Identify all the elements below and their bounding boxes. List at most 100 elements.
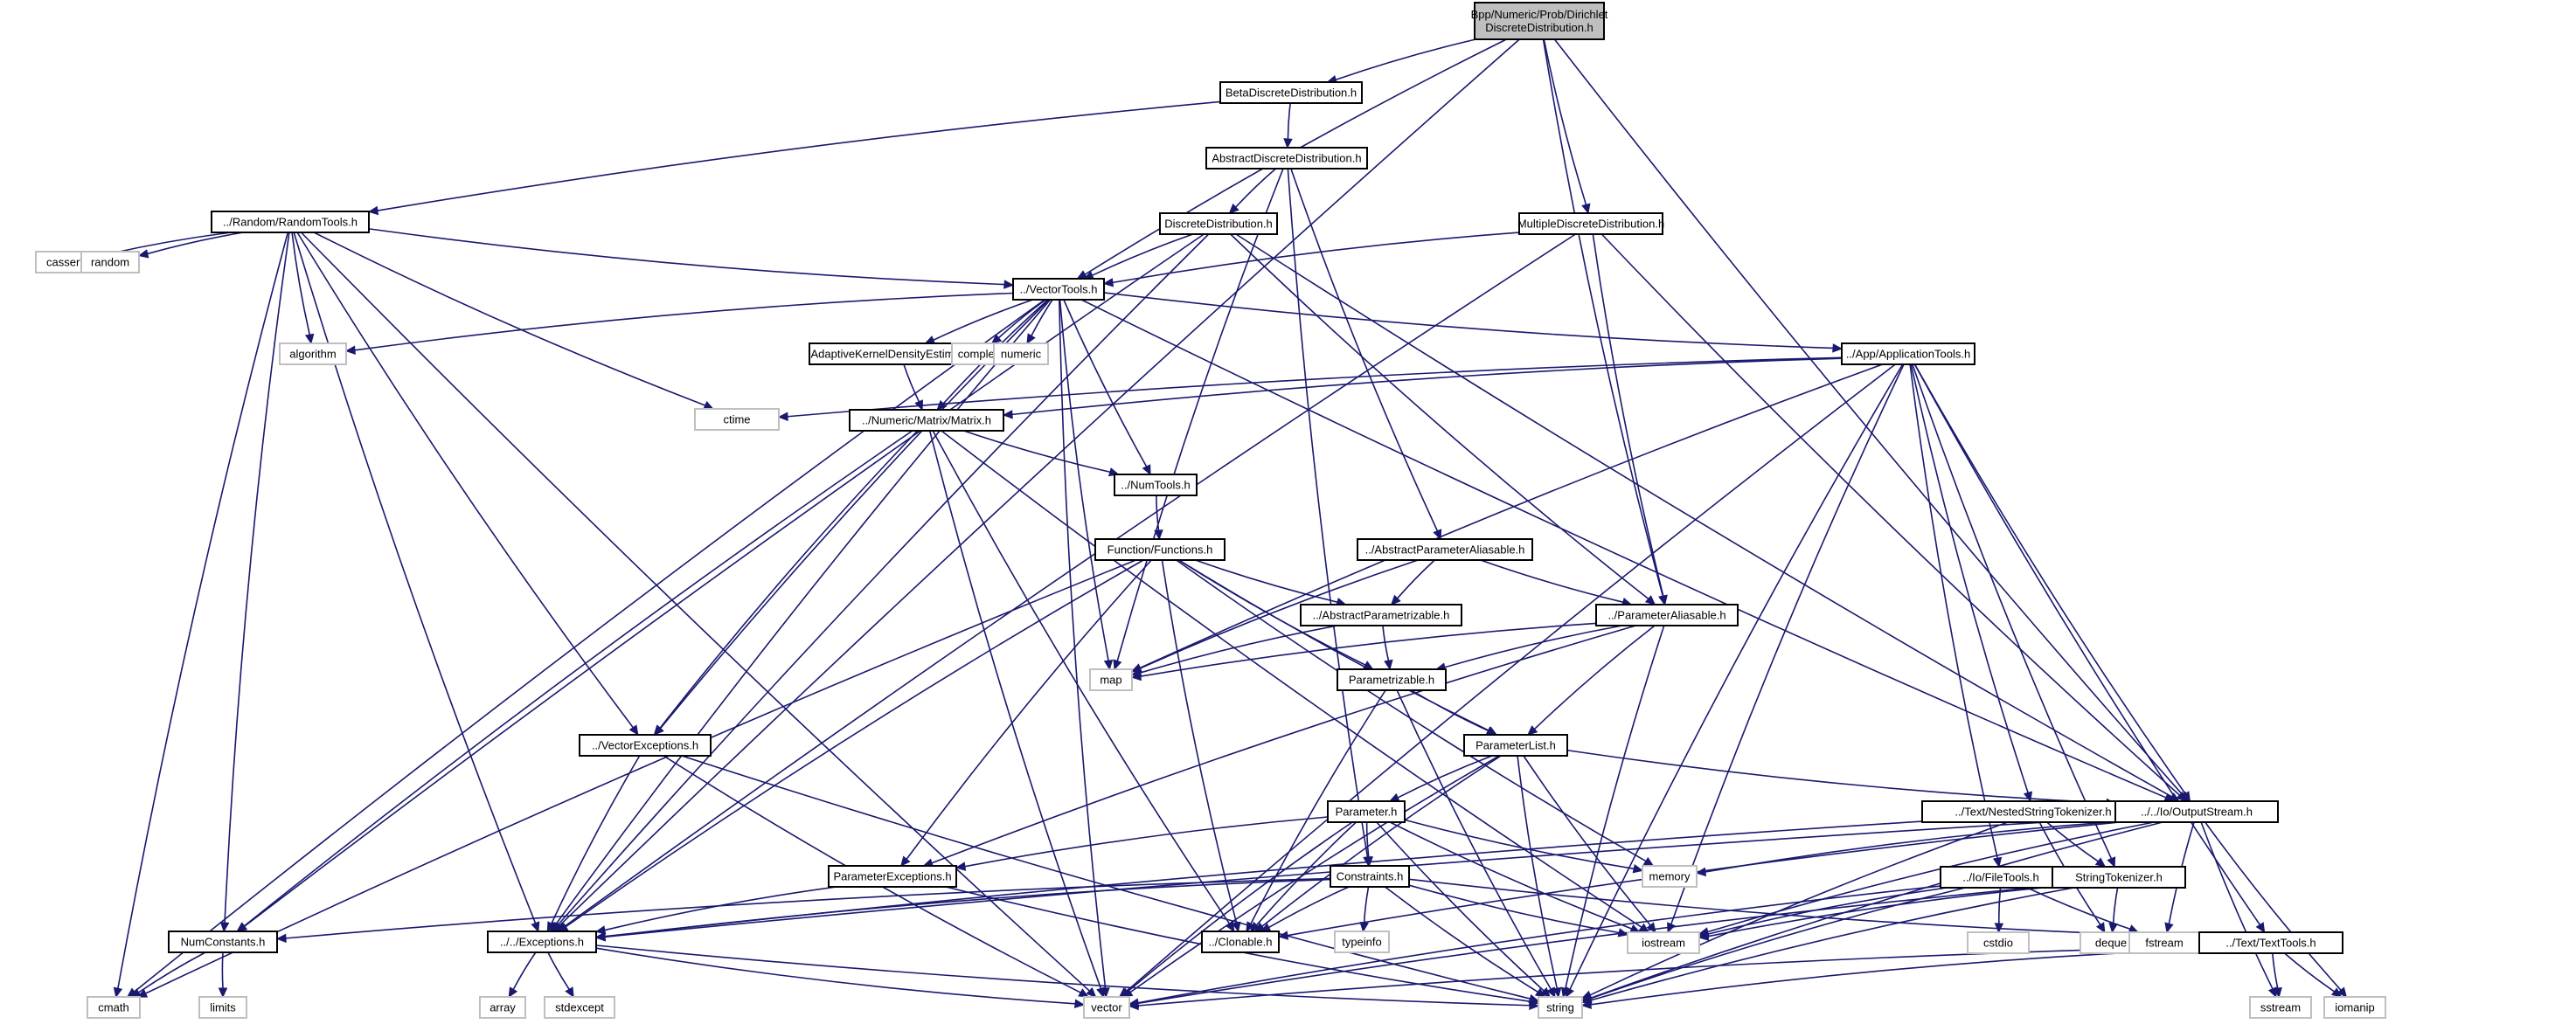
edge-texttools-to-sstream	[2271, 952, 2282, 999]
edge-line	[1396, 689, 1552, 990]
node-paramaliasable[interactable]: ../ParameterAliasable.h	[1595, 604, 1739, 626]
node-matrix[interactable]: ../Numeric/Matrix/Matrix.h	[849, 409, 1004, 432]
arrowhead-icon	[1485, 726, 1497, 736]
node-functions[interactable]: Function/Functions.h	[1094, 538, 1226, 561]
edge-parametrizable-to-clonable	[1246, 689, 1386, 933]
arrowhead-icon	[990, 334, 1003, 344]
arrowhead-icon	[1277, 931, 1289, 940]
node-paramlist[interactable]: ParameterList.h	[1463, 734, 1568, 757]
edge-stringtok-to-iostream	[1698, 886, 2053, 941]
node-typeinfo: typeinfo	[1334, 931, 1390, 953]
edge-line	[1290, 168, 1439, 532]
edge-line	[1031, 299, 1053, 336]
arrowhead-icon	[1390, 594, 1401, 605]
edge-line	[224, 232, 290, 924]
node-label: typeinfo	[1342, 935, 1382, 948]
edge-discretedist-to-numconstants	[236, 233, 1205, 932]
node-box	[487, 931, 597, 953]
node-filetools[interactable]: ../Io/FileTools.h	[1940, 866, 2062, 889]
arrowhead-icon	[1644, 595, 1656, 605]
node-label: array	[490, 1000, 516, 1014]
edge-line	[1389, 821, 1632, 930]
node-label: ../Text/NestedStringTokenizer.h	[1955, 805, 2111, 818]
edge-line	[2046, 821, 2099, 862]
edge-line	[243, 430, 913, 927]
node-texttools[interactable]: ../Text/TextTools.h	[2198, 931, 2343, 954]
edge-line	[787, 356, 1843, 418]
node-abstractparam[interactable]: ../AbstractParametrizable.h	[1300, 604, 1462, 626]
edge-line	[1129, 755, 1500, 993]
node-parametrizable[interactable]: Parametrizable.h	[1337, 668, 1447, 691]
node-label: numeric	[1001, 347, 1042, 360]
arrowhead-icon	[777, 412, 788, 421]
node-apptools[interactable]: ../App/ApplicationTools.h	[1841, 342, 1975, 365]
node-outputstream[interactable]: ../../Io/OutputStream.h	[2114, 800, 2279, 823]
arrowhead-icon	[1096, 986, 1106, 999]
node-label: sstream	[2260, 1000, 2301, 1014]
node-box	[80, 251, 140, 273]
edge-apptools-to-filetools	[1909, 363, 2003, 868]
node-box	[993, 342, 1049, 365]
edge-line	[1161, 559, 1238, 924]
node-abstractdd[interactable]: AbstractDiscreteDistribution.h	[1205, 147, 1368, 170]
edge-line	[138, 951, 206, 993]
node-box	[1518, 212, 1663, 235]
edge-line	[377, 100, 1221, 211]
node-multipledd[interactable]: MultipleDiscreteDistribution.h	[1517, 212, 1664, 235]
edge-beta-to-randomtools	[367, 100, 1221, 216]
edge-line	[1533, 625, 1656, 730]
node-label: ../VectorExceptions.h	[592, 738, 698, 751]
edge-line	[293, 232, 537, 924]
node-label: AbstractDiscreteDistribution.h	[1212, 151, 1361, 164]
arrowhead-icon	[1249, 921, 1260, 932]
edge-line	[1261, 755, 1502, 927]
node-label: algorithm	[289, 347, 336, 360]
node-constraints[interactable]: Constraints.h	[1330, 865, 1410, 888]
node-numtools[interactable]: ../NumTools.h	[1114, 474, 1198, 496]
edge-line	[941, 430, 1642, 928]
node-box	[1219, 81, 1363, 104]
node-abstractpa[interactable]: ../AbstractParameterAliasable.h	[1357, 538, 1533, 561]
arrowhead-icon	[367, 205, 379, 216]
arrowhead-icon	[1581, 203, 1591, 215]
node-clonable[interactable]: ../Clonable.h	[1201, 931, 1280, 953]
edge-line	[1517, 755, 1559, 989]
node-stringtok[interactable]: StringTokenizer.h	[2052, 866, 2186, 889]
node-paramexc[interactable]: ParameterExceptions.h	[828, 865, 957, 888]
node-box	[2249, 996, 2312, 1019]
edge-line	[117, 232, 289, 989]
node-beta[interactable]: BetaDiscreteDistribution.h	[1219, 81, 1363, 104]
edge-line	[296, 232, 634, 729]
edge-line	[313, 232, 706, 406]
node-randomtools[interactable]: ../Random/RandomTools.h	[211, 211, 370, 233]
node-box	[694, 408, 780, 431]
edge-line	[1139, 559, 1419, 669]
node-box	[1300, 604, 1462, 626]
edge-line	[1139, 363, 1883, 669]
node-nestedtok[interactable]: ../Text/NestedStringTokenizer.h	[1921, 800, 2145, 823]
node-box	[2114, 800, 2279, 823]
arrowhead-icon	[1642, 856, 1655, 867]
edge-line	[906, 559, 1152, 860]
node-discretedist[interactable]: DiscreteDistribution.h	[1159, 212, 1278, 235]
node-vectorexc[interactable]: ../VectorExceptions.h	[579, 734, 712, 757]
edge-matrix-to-iostream	[941, 430, 1650, 933]
node-numconstants[interactable]: NumConstants.h	[168, 931, 278, 953]
node-parameter[interactable]: Parameter.h	[1327, 800, 1406, 823]
node-algorithm: algorithm	[279, 342, 347, 365]
node-root[interactable]: Bpp/Numeric/Prob/DirichletDiscreteDistri…	[1471, 2, 1608, 40]
edge-line	[2112, 887, 2119, 924]
edge-paramlist-to-parameter	[1388, 755, 1493, 802]
node-label: ../AbstractParametrizable.h	[1313, 608, 1450, 621]
node-exceptions[interactable]: ../../Exceptions.h	[487, 931, 597, 953]
node-cstdio: cstdio	[1967, 931, 2030, 954]
node-box	[1012, 278, 1105, 301]
node-vectortools[interactable]: ../VectorTools.h	[1012, 278, 1105, 301]
edge-line	[1137, 884, 2053, 1005]
edge-randomtools-to-vectortools	[368, 228, 1015, 289]
node-box	[1538, 996, 1583, 1019]
edge-line	[1140, 622, 1597, 677]
edge-root-to-beta	[1326, 38, 1476, 85]
node-label: cassert	[46, 255, 83, 268]
node-label: fstream	[2145, 936, 2183, 949]
